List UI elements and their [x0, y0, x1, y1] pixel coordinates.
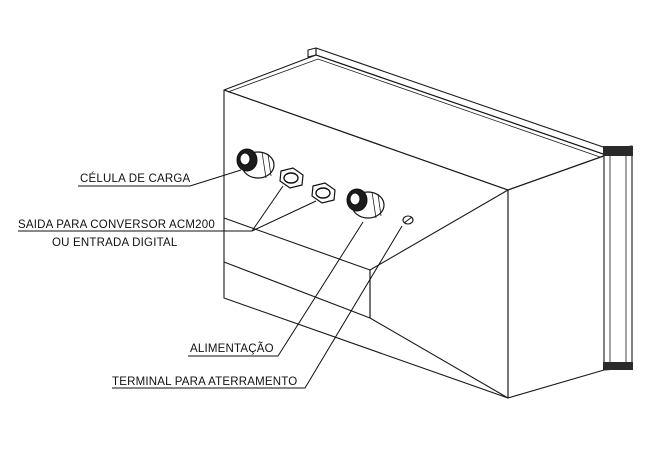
- label-power: ALIMENTAÇÃO: [190, 342, 274, 355]
- leader-load-cell: [78, 169, 242, 187]
- top-face: [223, 54, 607, 191]
- bezel-grip-bottom: [603, 362, 633, 370]
- leader-power: [188, 221, 364, 357]
- bezel-joint-bottom: [507, 369, 605, 399]
- cable-gland-load-cell: [236, 148, 275, 179]
- bezel-joint-top: [507, 155, 605, 191]
- leader-output-2: [251, 200, 317, 232]
- enclosure-body: [223, 54, 607, 399]
- hex-plug-1: [279, 167, 304, 189]
- angled-panel: [369, 189, 509, 399]
- bezel-corner: [307, 47, 317, 58]
- bezel-grip-top: [603, 146, 633, 156]
- leader-ground: [112, 225, 403, 389]
- band-line-upper: [223, 217, 371, 271]
- ground-terminal: [402, 215, 414, 225]
- bezel-top-strip: [315, 47, 607, 156]
- band-line-lower: [223, 261, 371, 319]
- label-output-line1: SAIDA PARA CONVERSOR ACM200: [18, 219, 215, 231]
- label-ground: TERMINAL PARA ATERRAMENTO: [112, 376, 297, 388]
- top-rim: [227, 58, 601, 158]
- leader-lines: [18, 169, 403, 389]
- rear-bezel: [307, 47, 633, 399]
- hex-plug-2: [311, 182, 336, 204]
- cable-gland-power: [346, 188, 385, 219]
- label-output-line2: OU ENTRADA DIGITAL: [52, 237, 178, 249]
- bezel-side: [603, 145, 633, 371]
- label-load-cell: CÉLULA DE CARGA: [80, 172, 190, 185]
